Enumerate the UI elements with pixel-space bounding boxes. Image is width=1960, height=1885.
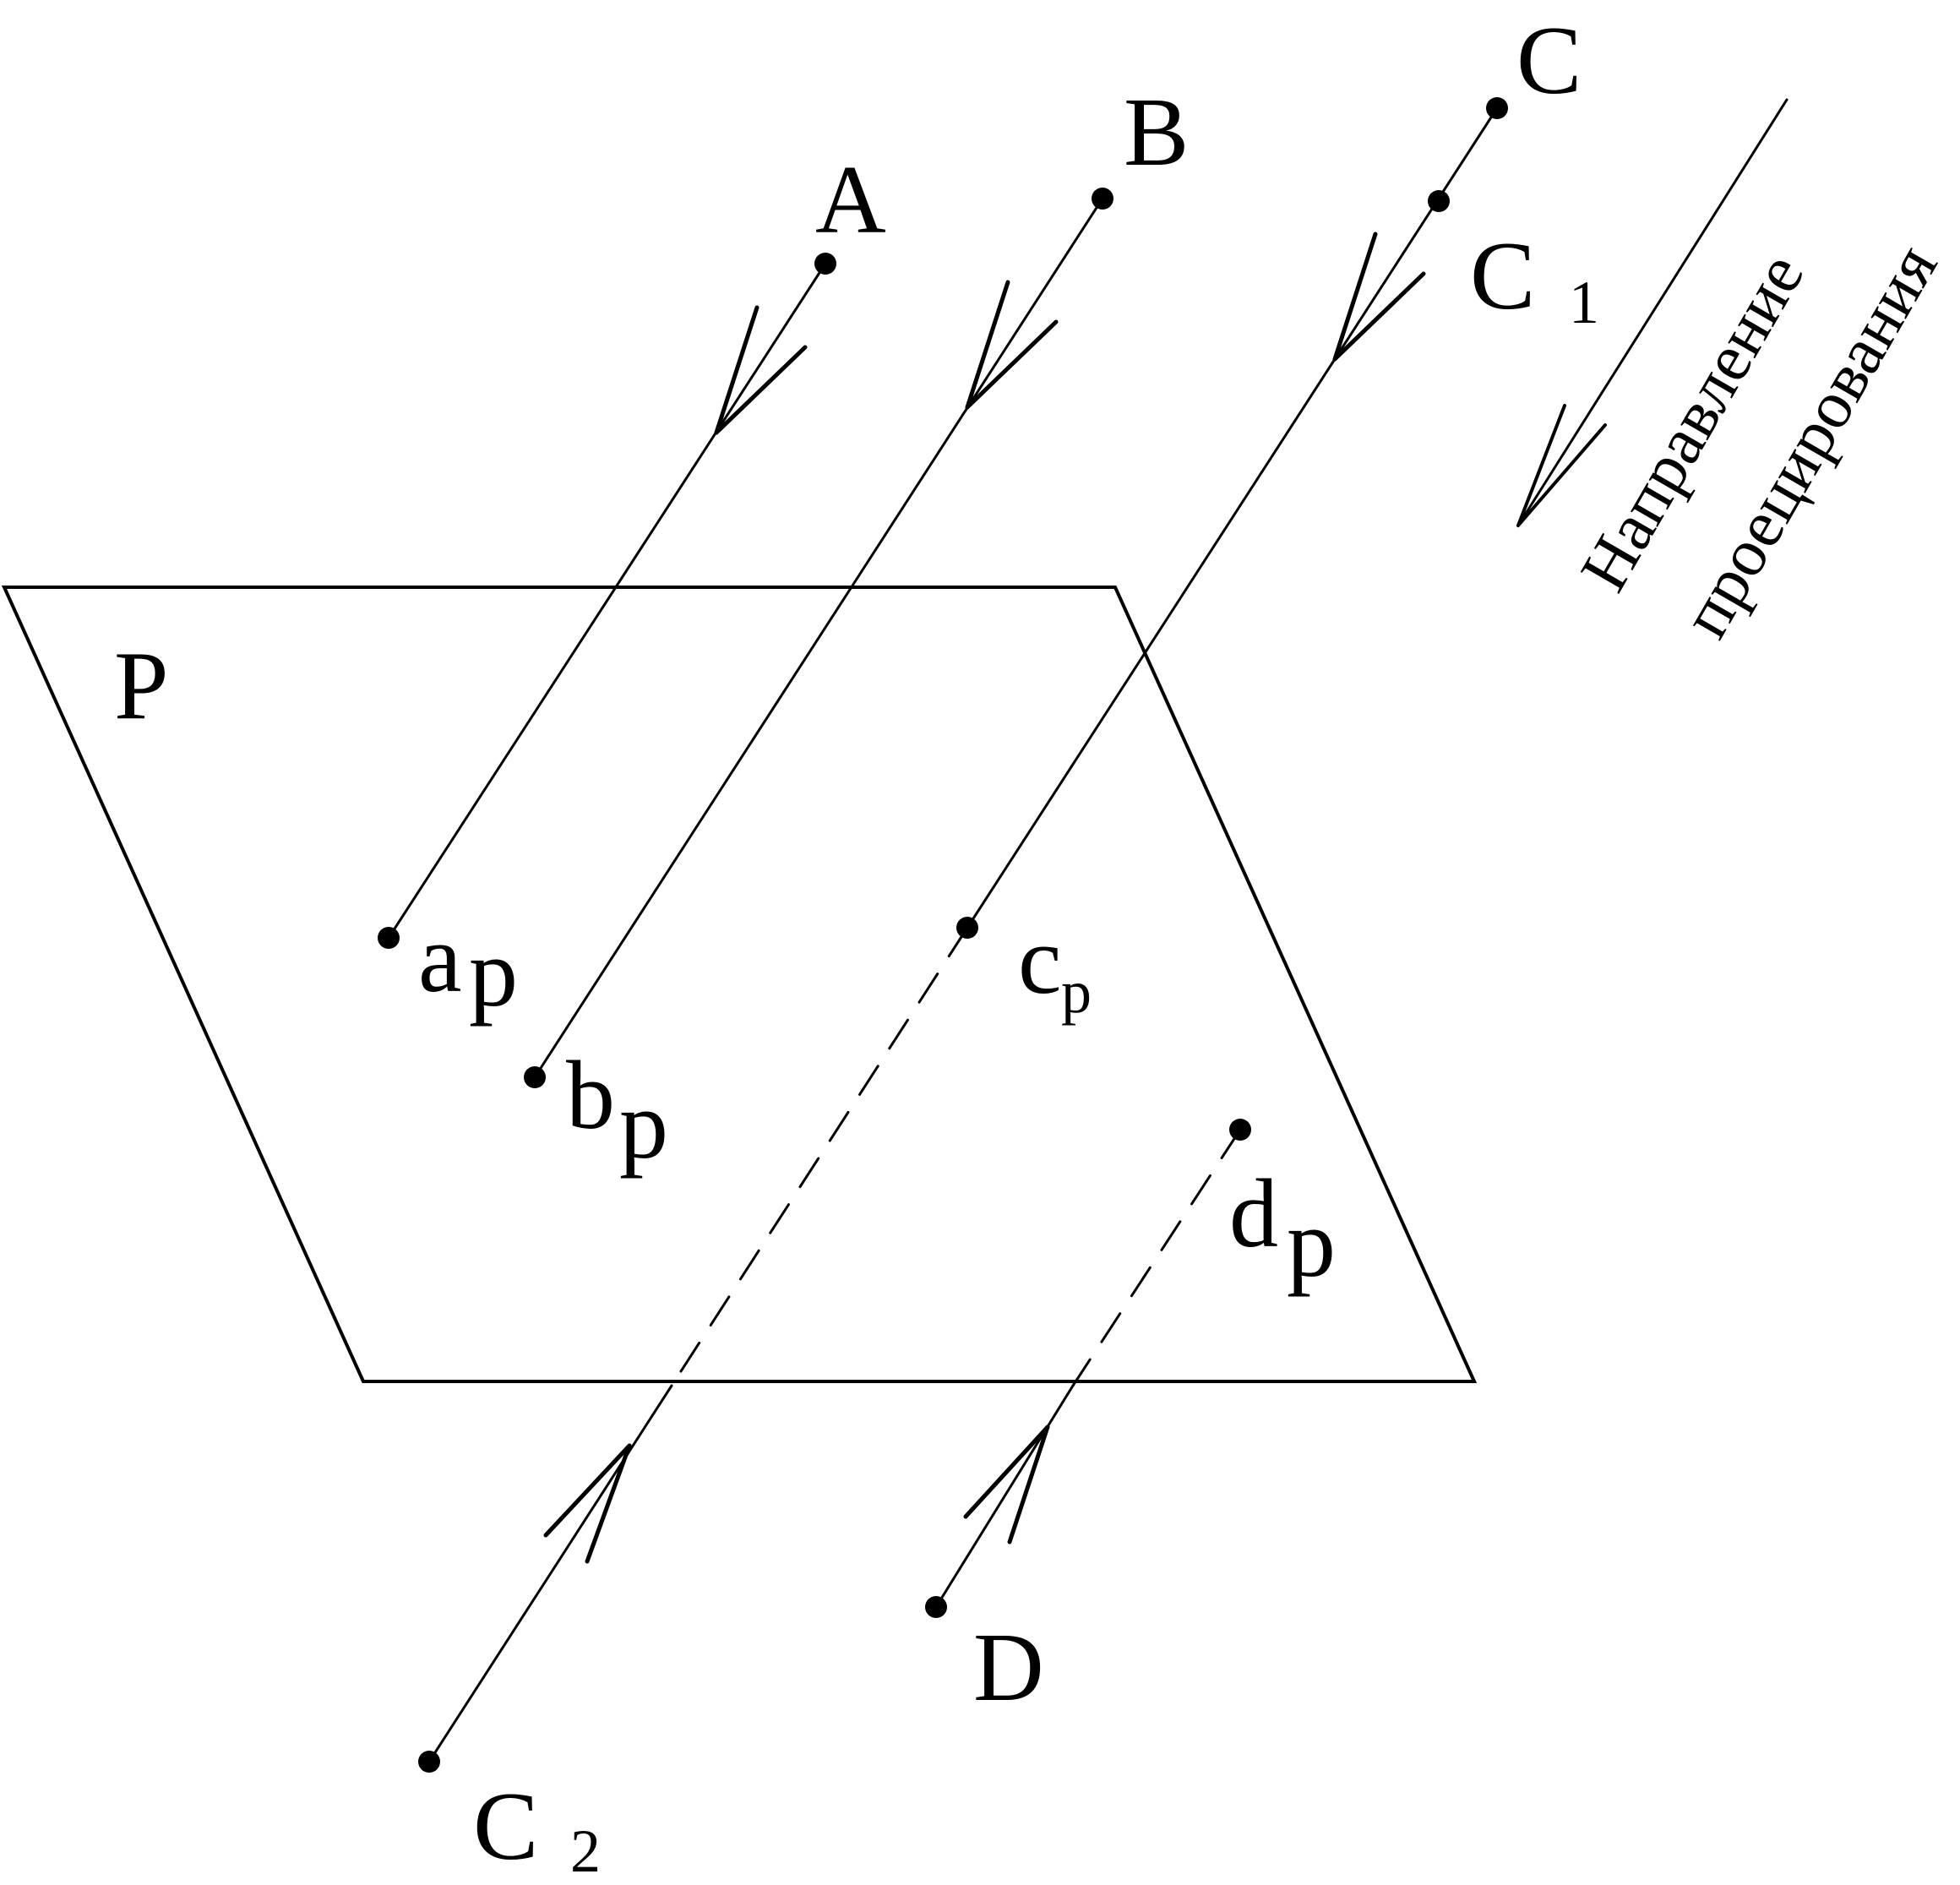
- point-a: [814, 253, 836, 275]
- arrow-d-icon: [963, 1425, 1050, 1545]
- label-dp: d: [1229, 1160, 1278, 1268]
- point-ap: [378, 927, 400, 949]
- plane-p: [1, 586, 1478, 1383]
- label-b: B: [1124, 79, 1189, 187]
- direction-arrow-icon: [1516, 404, 1607, 527]
- label-bp: b: [566, 1042, 615, 1150]
- ray-cp-c2-hidden: [670, 926, 969, 1387]
- label-cp-sub: p: [1061, 958, 1092, 1026]
- arrow-c2-icon: [543, 1443, 632, 1564]
- point-c: [1486, 97, 1508, 119]
- label-c1-sub: 1: [1569, 269, 1599, 336]
- ray-dp-d-hidden: [1071, 1128, 1242, 1387]
- arrow-a-icon: [714, 305, 808, 435]
- point-bp: [524, 1066, 546, 1088]
- ray-b-bp: [533, 197, 1104, 1079]
- label-bp-sub: p: [619, 1071, 668, 1179]
- label-c: C: [1516, 7, 1582, 115]
- label-c2: C: [473, 1773, 538, 1881]
- arrow-c-icon: [1332, 232, 1426, 362]
- label-a: A: [815, 146, 886, 254]
- label-dp-sub: p: [1287, 1190, 1336, 1298]
- label-ap: a: [418, 905, 462, 1013]
- plane-label: P: [114, 632, 169, 740]
- direction-line: [1516, 98, 1788, 527]
- ray-c2-visible: [427, 1384, 673, 1763]
- label-d: D: [973, 1614, 1044, 1722]
- point-dp: [1229, 1119, 1251, 1141]
- ray-c-cp: [966, 106, 1499, 929]
- label-ap-sub: p: [469, 919, 518, 1027]
- point-d: [925, 1596, 947, 1618]
- point-b: [1092, 188, 1113, 210]
- label-c1: C: [1470, 222, 1535, 330]
- point-c2: [418, 1751, 440, 1773]
- label-c2-sub: 2: [570, 1817, 601, 1885]
- arrow-b-icon: [965, 280, 1059, 410]
- ray-d-visible: [934, 1384, 1075, 1609]
- point-c1: [1428, 190, 1450, 212]
- ray-a-ap: [387, 262, 827, 940]
- point-cp: [956, 917, 978, 939]
- label-cp: c: [1018, 907, 1062, 1015]
